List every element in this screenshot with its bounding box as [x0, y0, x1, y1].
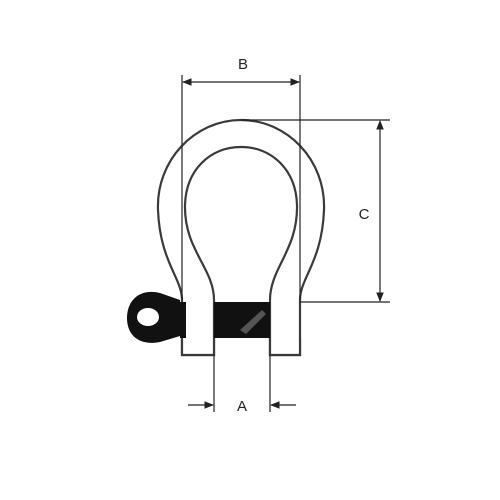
shackle-pin — [214, 302, 270, 338]
dimension-a — [188, 355, 296, 412]
pin-eye-hole — [137, 308, 159, 326]
pin-collar — [180, 302, 186, 338]
right-leg-foot — [268, 338, 302, 357]
dimension-a-label: A — [237, 398, 247, 415]
dimension-b-label: B — [238, 56, 248, 73]
dimension-b — [181, 75, 301, 300]
dimension-c — [241, 119, 390, 303]
pin-highlight — [240, 310, 266, 334]
dimension-c-label: C — [359, 206, 370, 223]
left-leg-foot — [180, 338, 216, 357]
pin-eye-head — [127, 291, 180, 343]
